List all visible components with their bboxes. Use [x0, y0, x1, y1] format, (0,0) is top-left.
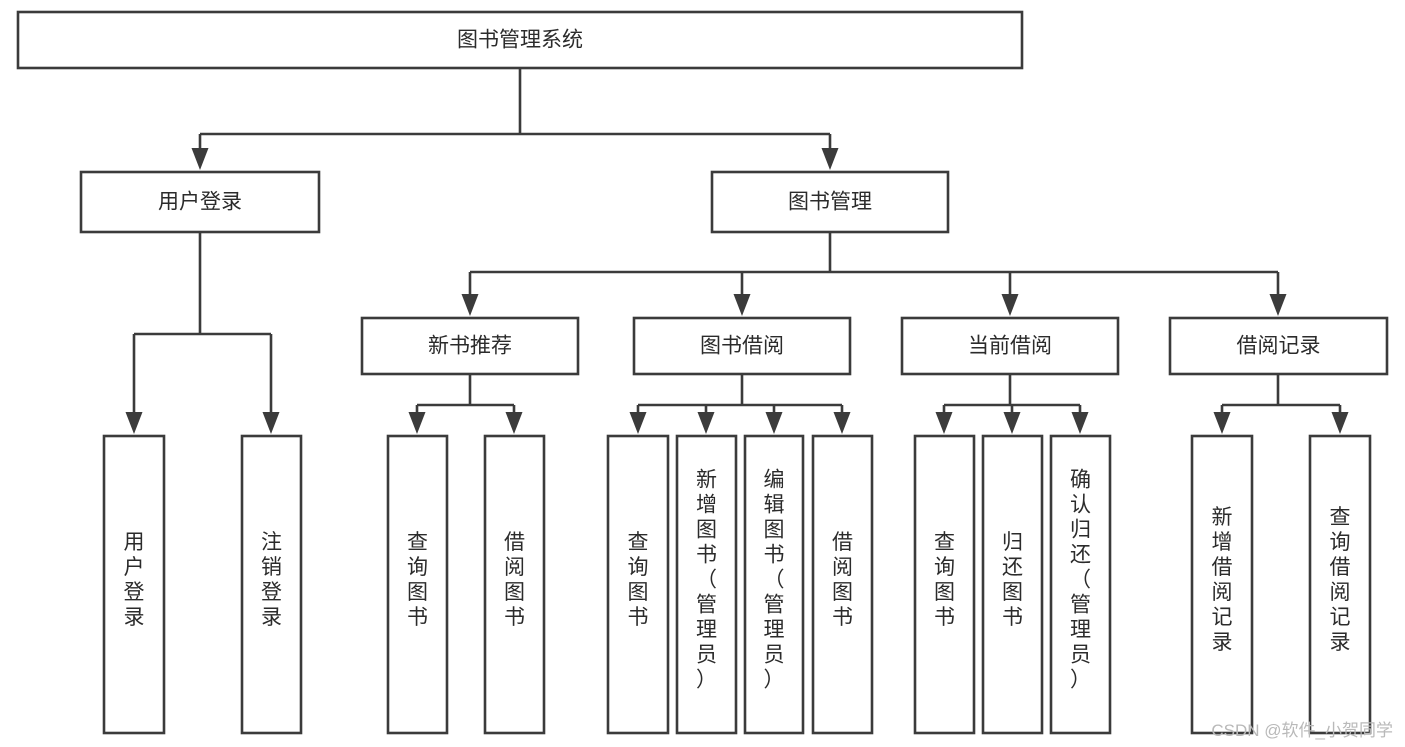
watermark-text: CSDN @软件_小贺同学 — [1211, 721, 1393, 740]
arrow-head-icon — [765, 412, 783, 434]
node-borrow-record[interactable]: 借阅记录 — [1168, 316, 1389, 376]
node-box-leaf-user-login[interactable] — [102, 434, 166, 735]
node-box-leaf-borrow-book-rec[interactable] — [483, 434, 546, 735]
arrow-head-icon — [125, 412, 143, 434]
arrow-head-icon — [1331, 412, 1349, 434]
edge-current-borrow-children — [935, 374, 1089, 434]
arrow-head-icon — [629, 412, 647, 434]
node-box-borrow-record[interactable] — [1168, 316, 1389, 376]
arrow-head-icon — [1071, 412, 1089, 434]
node-leaf-borrow-book[interactable]: 借阅图书 — [811, 434, 874, 735]
node-label-book-manage: 图书管理 — [788, 191, 872, 214]
node-leaf-add-borrow-record[interactable]: 新增借阅记录 — [1190, 434, 1254, 735]
node-box-leaf-query-book-current[interactable] — [913, 434, 976, 735]
node-label-current-borrow: 当前借阅 — [968, 335, 1052, 358]
arrow-head-icon — [461, 294, 479, 316]
arrow-head-icon — [262, 412, 280, 434]
edge-borrow-record-children — [1213, 374, 1349, 434]
connectors-layer — [125, 68, 1349, 434]
node-label-leaf-return-book: 归还图书 — [1002, 531, 1023, 629]
node-new-book-recommend[interactable]: 新书推荐 — [360, 316, 580, 376]
node-leaf-return-book[interactable]: 归还图书 — [981, 434, 1044, 735]
node-label-user-login: 用户登录 — [158, 191, 242, 214]
nodes-layer: 图书管理系统用户登录图书管理新书推荐图书借阅当前借阅借阅记录用户登录注销登录查询… — [16, 10, 1389, 735]
node-box-current-borrow[interactable] — [900, 316, 1120, 376]
node-leaf-user-login[interactable]: 用户登录 — [102, 434, 166, 735]
arrow-head-icon — [833, 412, 851, 434]
node-leaf-query-borrow-record[interactable]: 查询借阅记录 — [1308, 434, 1372, 735]
node-user-login[interactable]: 用户登录 — [79, 170, 321, 234]
node-leaf-query-book-rec[interactable]: 查询图书 — [386, 434, 449, 735]
node-leaf-user-logout[interactable]: 注销登录 — [240, 434, 303, 735]
node-label-book-borrow: 图书借阅 — [700, 335, 784, 358]
node-box-leaf-query-borrow-record[interactable] — [1308, 434, 1372, 735]
node-box-leaf-query-book-borrow[interactable] — [606, 434, 670, 735]
arrow-head-icon — [733, 294, 751, 316]
node-box-book-borrow[interactable] — [632, 316, 852, 376]
node-label-leaf-user-login: 用户登录 — [124, 531, 145, 629]
edge-user-login-children — [125, 232, 280, 434]
node-box-user-login[interactable] — [79, 170, 321, 234]
node-book-borrow[interactable]: 图书借阅 — [632, 316, 852, 376]
node-label-new-book-recommend: 新书推荐 — [428, 335, 512, 358]
arrow-head-icon — [1213, 412, 1231, 434]
node-leaf-query-book-current[interactable]: 查询图书 — [913, 434, 976, 735]
node-label-leaf-add-book-admin: 新增图书（管理员） — [696, 469, 717, 692]
arrow-head-icon — [1269, 294, 1287, 316]
node-box-leaf-confirm-return-admin[interactable] — [1049, 434, 1112, 735]
edge-new-book-recommend-children — [408, 374, 523, 434]
node-label-root: 图书管理系统 — [457, 29, 583, 52]
arrow-head-icon — [821, 148, 839, 170]
node-box-book-manage[interactable] — [710, 170, 950, 234]
node-box-leaf-return-book[interactable] — [981, 434, 1044, 735]
node-box-leaf-add-book-admin[interactable] — [675, 434, 738, 735]
node-label-leaf-borrow-book: 借阅图书 — [832, 531, 853, 629]
arrow-head-icon — [505, 412, 523, 434]
arrow-head-icon — [191, 148, 209, 170]
node-book-manage[interactable]: 图书管理 — [710, 170, 950, 234]
node-root[interactable]: 图书管理系统 — [16, 10, 1024, 70]
arrow-head-icon — [408, 412, 426, 434]
arrow-head-icon — [935, 412, 953, 434]
arrow-head-icon — [1001, 294, 1019, 316]
node-current-borrow[interactable]: 当前借阅 — [900, 316, 1120, 376]
node-leaf-edit-book-admin[interactable]: 编辑图书（管理员） — [743, 434, 805, 735]
node-box-leaf-borrow-book[interactable] — [811, 434, 874, 735]
node-leaf-confirm-return-admin[interactable]: 确认归还（管理员） — [1049, 434, 1112, 735]
node-label-leaf-edit-book-admin: 编辑图书（管理员） — [764, 469, 785, 692]
arrow-head-icon — [697, 412, 715, 434]
node-box-leaf-edit-book-admin[interactable] — [743, 434, 805, 735]
node-box-leaf-query-book-rec[interactable] — [386, 434, 449, 735]
node-leaf-add-book-admin[interactable]: 新增图书（管理员） — [675, 434, 738, 735]
node-label-leaf-query-borrow-record: 查询借阅记录 — [1330, 506, 1351, 654]
node-label-leaf-query-book-borrow: 查询图书 — [628, 531, 649, 629]
node-box-root[interactable] — [16, 10, 1024, 70]
node-box-leaf-add-borrow-record[interactable] — [1190, 434, 1254, 735]
node-box-new-book-recommend[interactable] — [360, 316, 580, 376]
node-label-leaf-query-book-current: 查询图书 — [934, 531, 955, 629]
node-label-leaf-add-borrow-record: 新增借阅记录 — [1212, 506, 1233, 654]
node-label-leaf-confirm-return-admin: 确认归还（管理员） — [1070, 469, 1091, 692]
node-label-leaf-user-logout: 注销登录 — [261, 531, 282, 629]
node-leaf-borrow-book-rec[interactable]: 借阅图书 — [483, 434, 546, 735]
edge-root-to-level2 — [191, 68, 839, 170]
node-label-leaf-borrow-book-rec: 借阅图书 — [504, 531, 525, 629]
arrow-head-icon — [1003, 412, 1021, 434]
edge-book-borrow-children — [629, 374, 851, 434]
node-label-leaf-query-book-rec: 查询图书 — [407, 531, 428, 629]
node-box-leaf-user-logout[interactable] — [240, 434, 303, 735]
node-leaf-query-book-borrow[interactable]: 查询图书 — [606, 434, 670, 735]
edge-book-manage-children — [461, 232, 1287, 316]
node-label-borrow-record: 借阅记录 — [1237, 335, 1321, 358]
